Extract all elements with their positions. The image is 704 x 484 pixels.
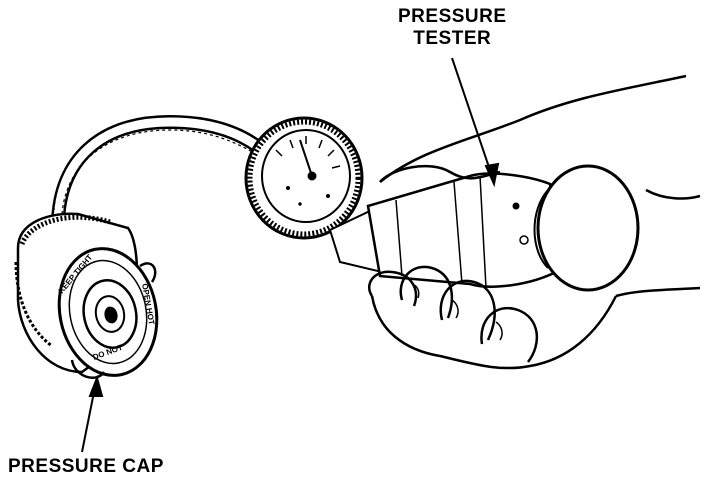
- tester-leader-line: [451, 57, 495, 183]
- pressure-cap-label: PRESSURE CAP: [8, 456, 164, 477]
- leader-lines: [81, 57, 500, 453]
- tester-leader-arrowhead: [484, 162, 500, 188]
- pressure-tester-label: PRESSURE TESTER: [398, 6, 507, 50]
- pressure-gauge: [244, 116, 364, 240]
- hose: [51, 114, 267, 223]
- pressure-tester-label-line1: PRESSURE: [398, 6, 507, 27]
- hand: [367, 74, 701, 370]
- pressure-tester-label-line2: TESTER: [413, 28, 492, 49]
- pressure-cap: [14, 212, 159, 379]
- cap-leader-arrowhead: [88, 374, 104, 397]
- tester-pump: [328, 164, 640, 292]
